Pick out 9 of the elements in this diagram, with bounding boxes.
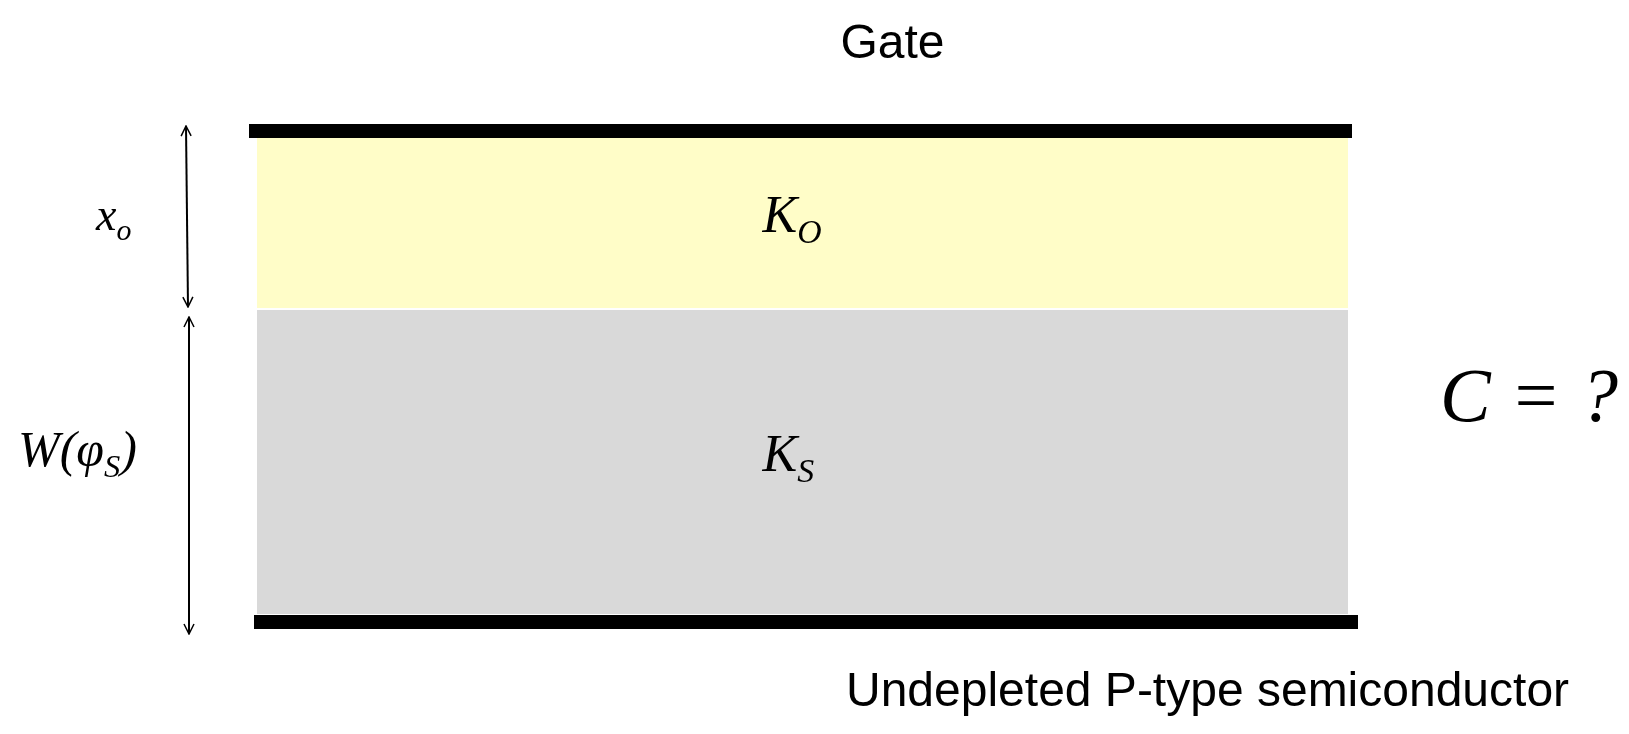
thickness-label: x$_{o}$ (96, 188, 132, 248)
permittivity-label: K$_{S}$ (762, 424, 815, 491)
electrode-label: Gate (840, 14, 945, 69)
region-label: Undepleted P-type semiconductor (846, 662, 1570, 717)
thickness-label: W(φ$_{S}$) (18, 420, 137, 485)
oxide-layer (257, 138, 1348, 308)
capacitance-question: C = ? (1440, 352, 1618, 439)
semiconductor-layer (257, 310, 1348, 614)
permittivity-label: K$_{O}$ (762, 185, 822, 252)
